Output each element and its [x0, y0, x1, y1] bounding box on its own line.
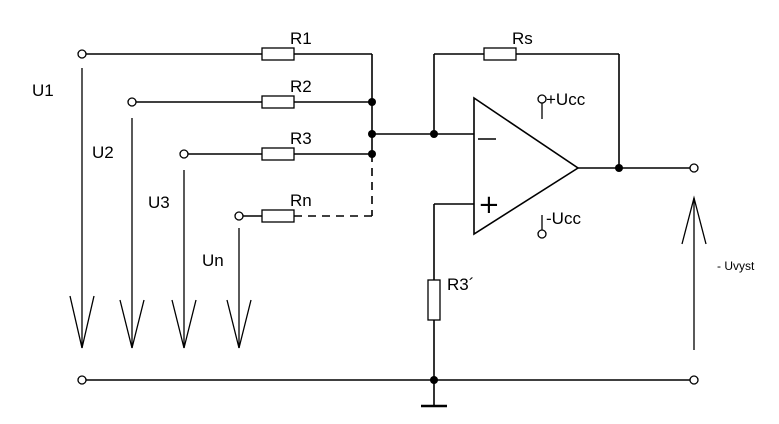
label-pos-supply: +Ucc: [546, 90, 586, 109]
resistor-rn: [261, 209, 295, 223]
resistors: [261, 47, 517, 321]
noninverting-input-sign: +: [478, 190, 500, 220]
label-u3: U3: [148, 193, 170, 212]
label-r1: R1: [290, 29, 312, 48]
resistor-r1: [261, 47, 295, 61]
label-r3-prime: R3´: [447, 275, 474, 294]
junctions: [368, 98, 623, 384]
resistor-rs: [483, 47, 517, 61]
label-neg-supply: -Ucc: [546, 209, 581, 228]
arrow-un: [226, 228, 252, 349]
label-un: Un: [202, 251, 224, 270]
ground-path: [86, 203, 690, 408]
voltage-arrows: [69, 68, 707, 350]
op-amp: +: [473, 96, 580, 236]
label-r3: R3: [290, 129, 312, 148]
resistor-r3-prime: [427, 279, 441, 321]
arrow-u2: [119, 118, 145, 349]
arrow-u3: [171, 170, 197, 349]
label-r2: R2: [290, 77, 312, 96]
label-output-voltage: - Uvyst: [717, 259, 755, 273]
label-u1: U1: [32, 81, 54, 100]
input-wires: [86, 53, 474, 217]
resistor-r3: [261, 147, 295, 161]
resistor-r2: [261, 95, 295, 109]
labels: R1 R2 R3 Rn Rs R3´ U1 U2 U3 Un - Uvyst +…: [32, 29, 755, 294]
arrow-output: [681, 195, 707, 350]
label-rs: Rs: [512, 29, 533, 48]
label-u2: U2: [92, 143, 114, 162]
terminals: [77, 49, 699, 385]
feedback-path: [433, 53, 620, 168]
arrow-u1: [69, 68, 95, 349]
label-rn: Rn: [290, 191, 312, 210]
